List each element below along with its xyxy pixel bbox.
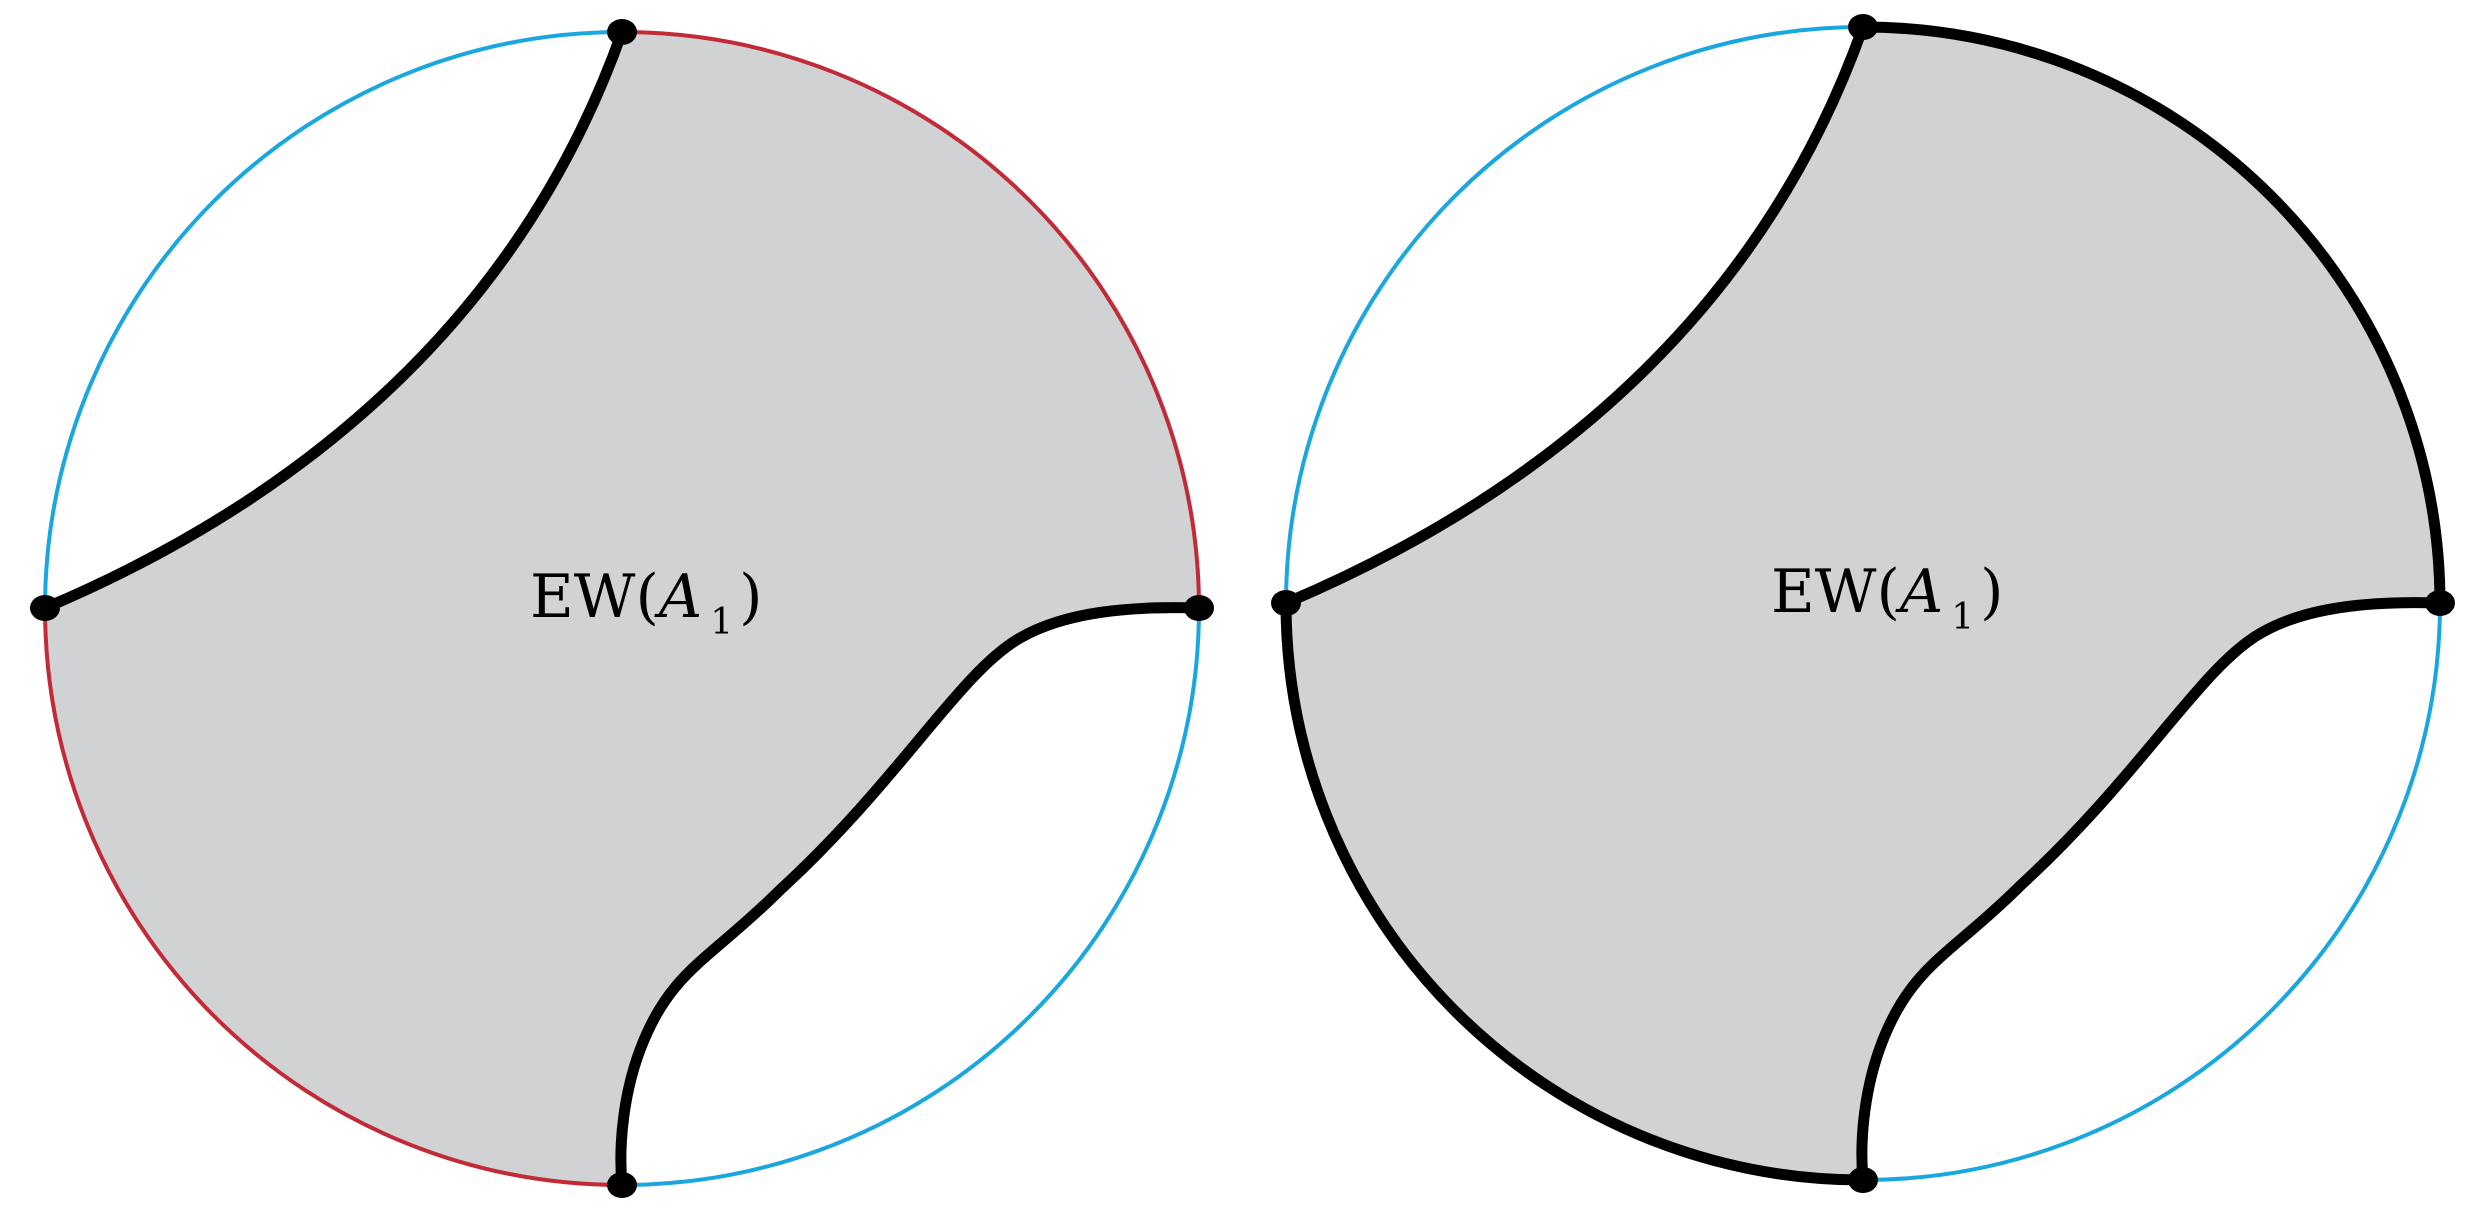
left-rt-surface-upper [39, 26, 628, 614]
right-rt-surface-lower [1856, 597, 2446, 1186]
right-boundary-arc-lower-right [1862, 602, 2442, 1182]
right-label-suffix: ) [1980, 557, 2003, 627]
right-boundary-arc-upper-left [1284, 25, 1864, 604]
left-endpoint-bottom [607, 1172, 637, 1198]
left-endpoint-top [607, 19, 637, 45]
left-shaded-region [45, 32, 1199, 1185]
left-label-suffix: ) [739, 562, 762, 632]
right-endpoint-bottom [1848, 1167, 1878, 1193]
left-label-subscript: 1 [710, 602, 733, 643]
left-boundary-arc-upper-right [621, 30, 1201, 609]
right-endpoint-left [1271, 590, 1301, 616]
left-boundary-arc-lower-right [621, 607, 1201, 1187]
right-label-prefix: EW( [1771, 557, 1900, 627]
right-label-variable: A [1895, 557, 1943, 627]
left-label-variable: A [654, 562, 702, 632]
right-label-subscript: 1 [1951, 597, 1974, 638]
left-rt-surface-lower [615, 602, 1205, 1191]
left-endpoint-left [30, 595, 60, 621]
left-label-prefix: EW( [530, 562, 659, 632]
right-shaded-region [1286, 27, 2440, 1180]
left-boundary-arc-lower-left [43, 607, 623, 1187]
left-boundary-arc-upper-left [43, 30, 623, 609]
right-boundary-arc-upper-right [1862, 21, 2446, 604]
right-rt-surface-upper [1280, 21, 1869, 609]
right-endpoint-top [1848, 14, 1878, 40]
left-endpoint-right [1184, 595, 1214, 621]
right-boundary-arc-lower-left [1280, 602, 1864, 1186]
right-endpoint-right [2425, 590, 2455, 616]
